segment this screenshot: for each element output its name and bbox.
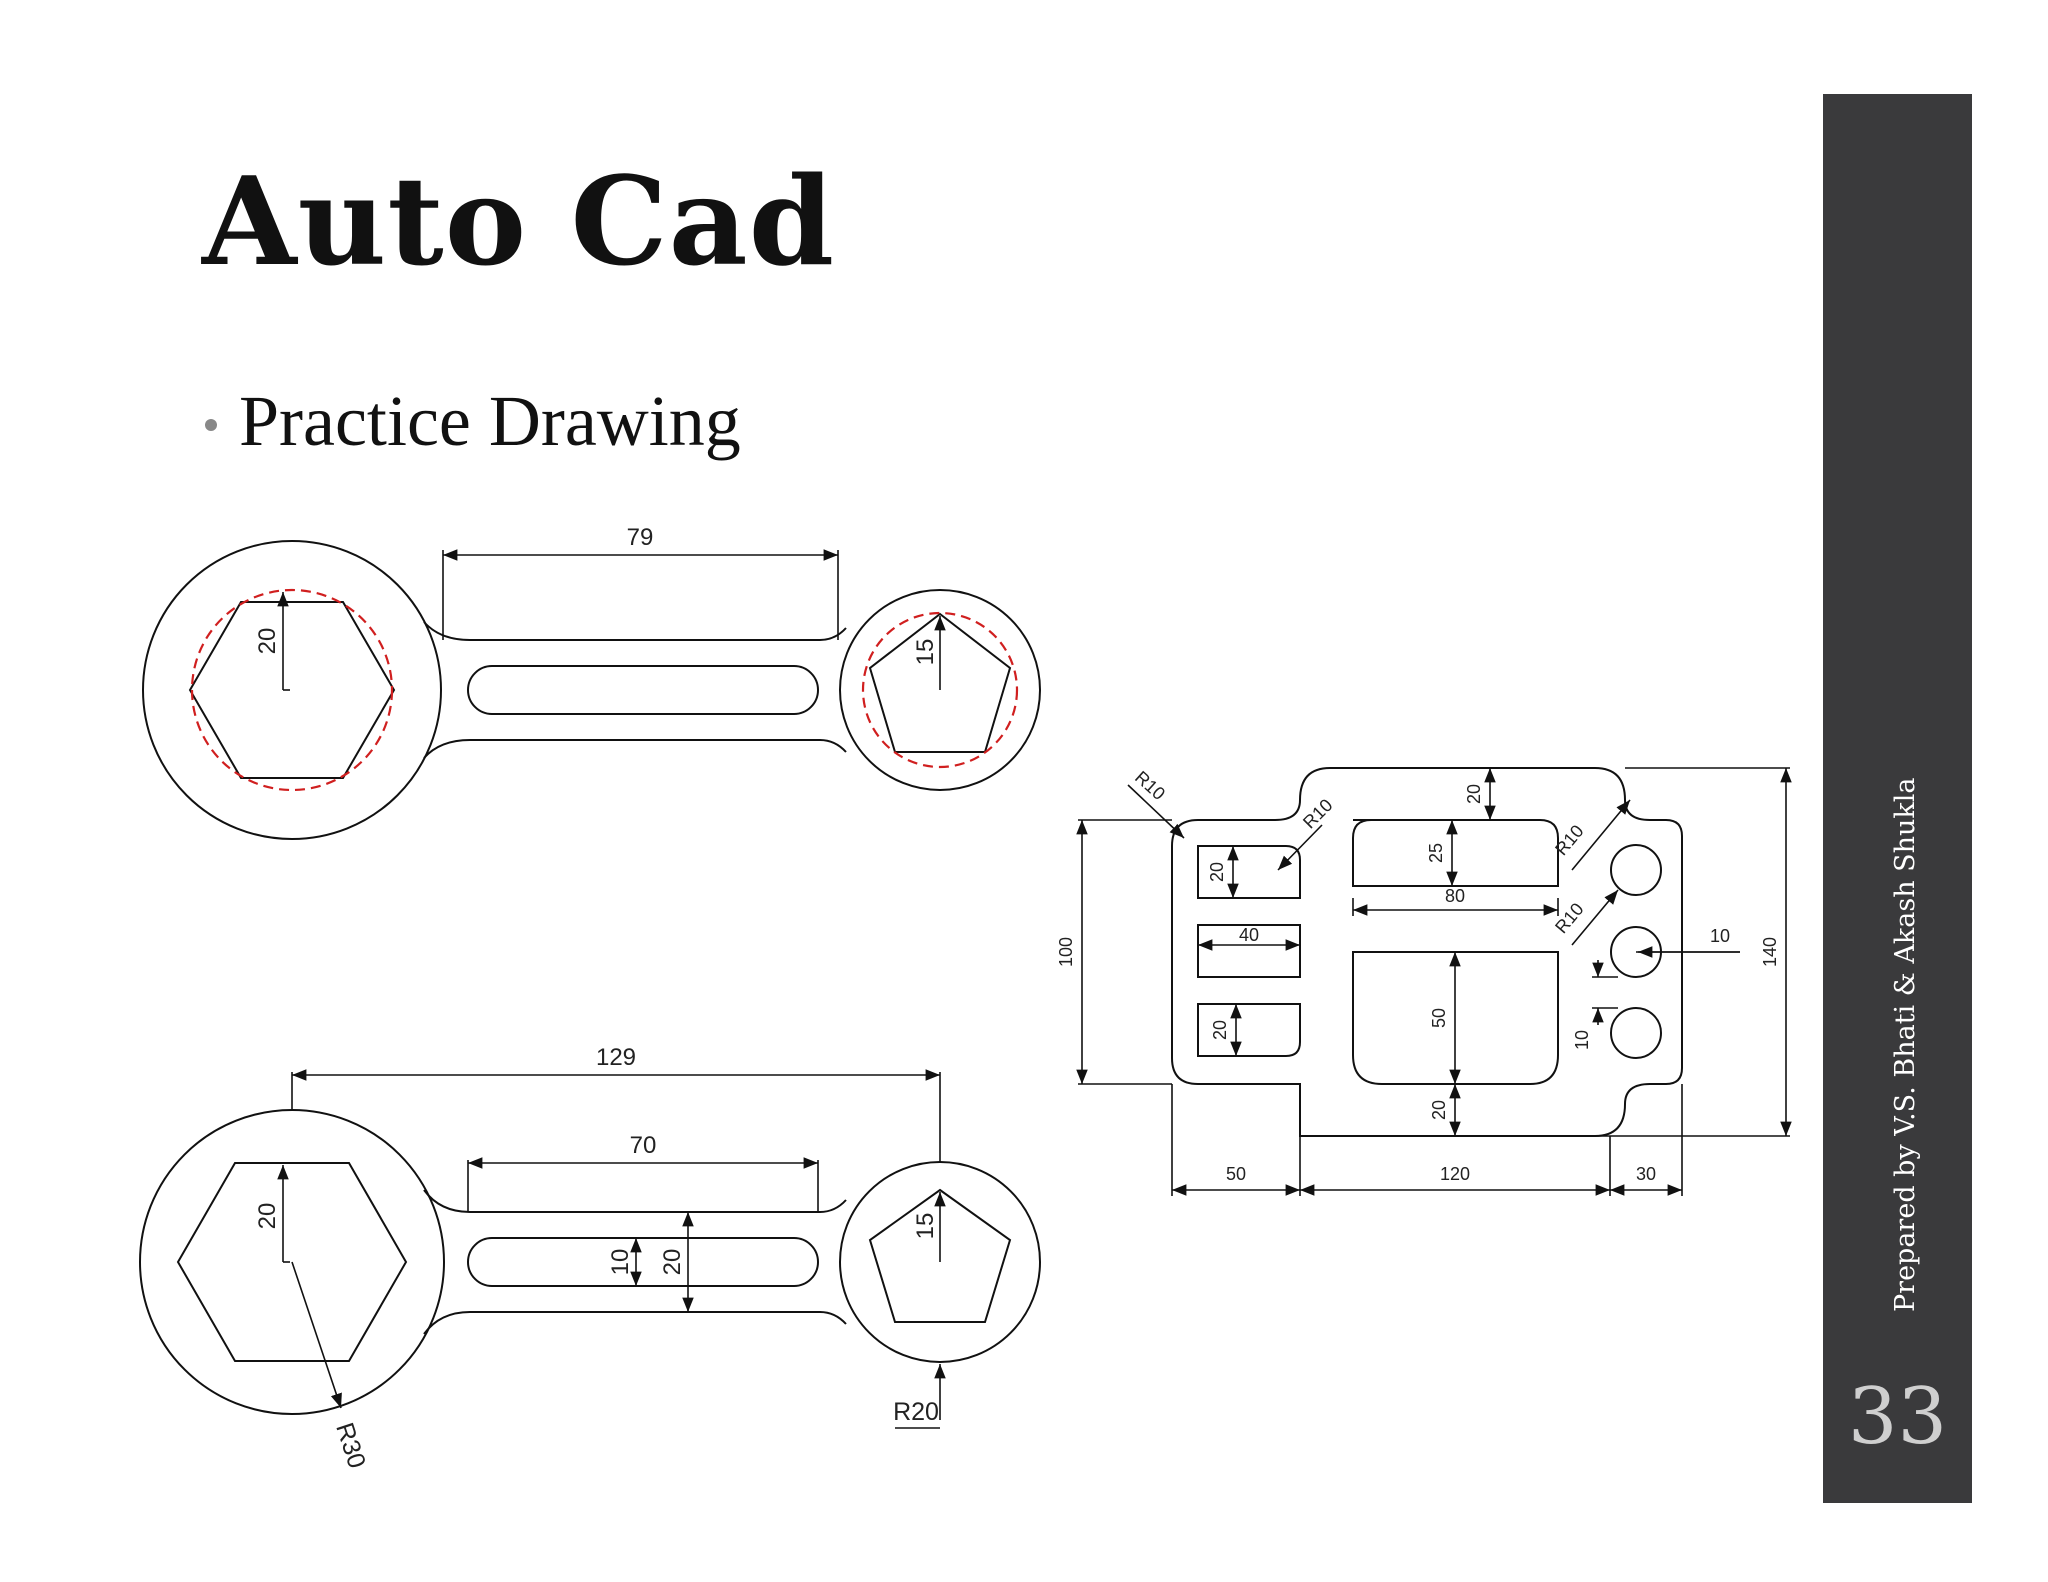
plate-top-slot (1352, 819, 1559, 887)
dim-label-r10-inner: R10 (1299, 795, 1336, 832)
bullet-dot-icon (205, 419, 217, 431)
top-wrench-big-ring (142, 540, 442, 840)
bottom-wrench-arm-bottom (423, 1311, 847, 1335)
dim-label-r20: R20 (893, 1398, 939, 1426)
plate-small-slot-bottom (1197, 1003, 1301, 1057)
plate-hole (1610, 844, 1662, 896)
plate-small-slot-middle (1197, 924, 1301, 978)
dim-label-right-30: 30 (1636, 1164, 1656, 1184)
dim-label-129: 129 (596, 1044, 636, 1071)
top-wrench-pentagon (868, 612, 1012, 753)
top-wrench-hexagon (188, 601, 396, 779)
dim-label-hex-20: 20 (254, 1203, 281, 1230)
dim-label-140: 140 (1760, 937, 1780, 967)
top-wrench-hex-construction-circle (190, 588, 394, 792)
slide-title: Auto Cad (202, 149, 836, 293)
dim-label-top-step-20: 20 (1464, 784, 1484, 804)
dim-label-r10-right-lower: R10 (1551, 899, 1588, 937)
dim-label-arm-20: 20 (659, 1249, 686, 1276)
dim-label-hex-20: 20 (254, 628, 281, 655)
dim-label-50: 50 (1429, 1008, 1449, 1028)
dim-line-r10-right-upper (1571, 799, 1631, 871)
top-wrench-drawing: 79 20 15 (142, 524, 1041, 840)
top-wrench-slot (467, 665, 819, 715)
dim-label-r10-top-left: R10 (1131, 767, 1169, 804)
dim-line-r10-inner (1277, 824, 1323, 871)
sidebar (1823, 94, 1972, 1503)
plate-outline (1171, 767, 1683, 1137)
dim-line-r10-right-lower (1571, 889, 1619, 946)
dim-label-middle-120: 120 (1440, 1164, 1470, 1184)
page-number: 33 (1847, 1372, 1948, 1462)
dim-label-hole-gap-10: 10 (1572, 1030, 1592, 1050)
dim-label-small-slot-20: 20 (1207, 862, 1227, 882)
dim-label-80: 80 (1445, 886, 1465, 906)
top-wrench-arm-bottom (423, 739, 847, 759)
top-wrench-pentagon-construction-circle (861, 611, 1019, 769)
dim-label-left-50: 50 (1226, 1164, 1246, 1184)
dim-label-hole-10: 10 (1710, 926, 1730, 946)
plate-hole (1610, 1007, 1662, 1059)
dim-label-pentagon-15: 15 (912, 1213, 939, 1240)
top-wrench-small-ring (839, 589, 1041, 791)
dim-label-pentagon-15: 15 (912, 639, 939, 666)
top-wrench-arm-top (423, 621, 847, 641)
bottom-wrench-pentagon (868, 1188, 1012, 1323)
dim-line-r30 (291, 1261, 342, 1409)
dim-line-r10-top-left (1127, 784, 1185, 839)
dim-label-100: 100 (1056, 937, 1076, 967)
author-credit: Prepared by V.S. Bhati & Akash Shukla (1890, 777, 1921, 1312)
bullet-text: Practice Drawing (239, 381, 741, 461)
dim-label-r10-right-upper: R10 (1551, 821, 1588, 859)
bottom-wrench-slot (467, 1237, 819, 1287)
dim-label-small-slot-bottom-20: 20 (1210, 1020, 1230, 1040)
plate-small-slot-top (1197, 845, 1301, 899)
plate-drawing: 100 140 20 25 80 20 40 20 50 20 (1056, 767, 1792, 1196)
dim-label-r30: R30 (330, 1419, 371, 1471)
bottom-wrench-hexagon (176, 1162, 408, 1362)
bottom-wrench-arm-top (423, 1189, 847, 1213)
dim-label-slot-25: 25 (1426, 843, 1446, 863)
dim-label-40: 40 (1239, 925, 1259, 945)
dim-label-slot-10: 10 (607, 1249, 634, 1276)
dim-label-79: 79 (627, 524, 654, 551)
dim-label-70: 70 (630, 1132, 657, 1159)
bullet-item: Practice Drawing (205, 385, 741, 457)
plate-big-slot (1352, 951, 1559, 1085)
bottom-wrench-drawing: 129 70 20 15 10 20 R30 R20 (139, 1044, 1041, 1472)
dim-label-bottom-step-20: 20 (1429, 1100, 1449, 1120)
